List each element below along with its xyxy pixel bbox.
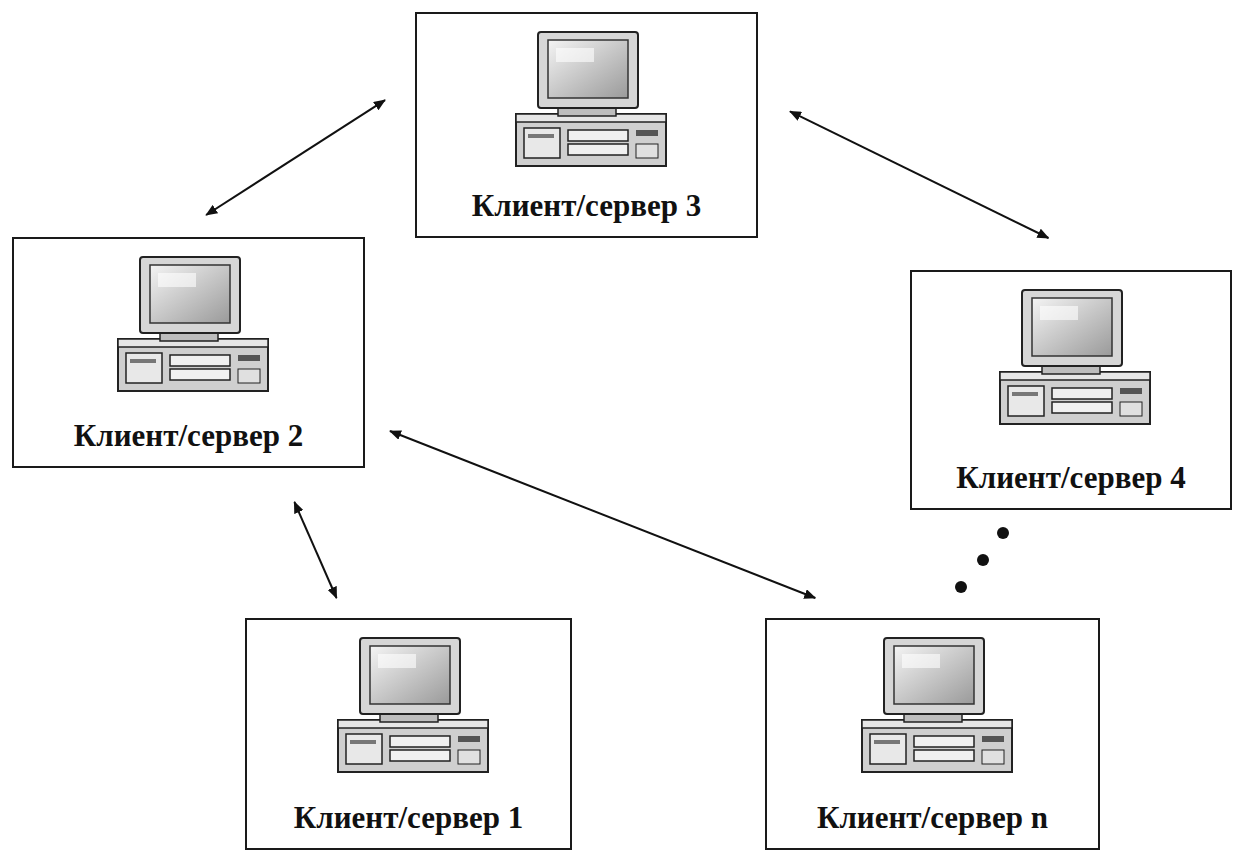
- computer-drawing: [992, 288, 1162, 428]
- dot: [977, 554, 989, 566]
- computer-drawing: [508, 30, 678, 170]
- continuation-dots: [955, 527, 1009, 593]
- client-server-box: Клиент/сервер 4: [910, 270, 1232, 510]
- computer-icon: [110, 255, 280, 399]
- node-label: Клиент/сервер 3: [417, 188, 756, 224]
- bidirectional-arrow: [294, 502, 336, 598]
- node-label: Клиент/сервер n: [767, 800, 1098, 836]
- computer-icon: [508, 30, 678, 174]
- bidirectional-arrow: [390, 431, 815, 598]
- computer-icon: [330, 636, 500, 780]
- node-label: Клиент/сервер 4: [912, 460, 1230, 496]
- node-label: Клиент/сервер 1: [247, 800, 570, 836]
- computer-drawing: [110, 255, 280, 395]
- dot: [997, 527, 1009, 539]
- bidirectional-arrow: [790, 111, 1048, 238]
- computer-icon: [992, 288, 1162, 432]
- computer-drawing: [854, 636, 1024, 776]
- bidirectional-arrow: [206, 100, 385, 215]
- node-label: Клиент/сервер 2: [14, 418, 363, 454]
- client-server-box: Клиент/сервер n: [765, 618, 1100, 850]
- client-server-box: Клиент/сервер 1: [245, 618, 572, 850]
- computer-icon: [854, 636, 1024, 780]
- client-server-box: Клиент/сервер 2: [12, 237, 365, 468]
- dot: [955, 581, 967, 593]
- client-server-box: Клиент/сервер 3: [415, 12, 758, 238]
- computer-drawing: [330, 636, 500, 776]
